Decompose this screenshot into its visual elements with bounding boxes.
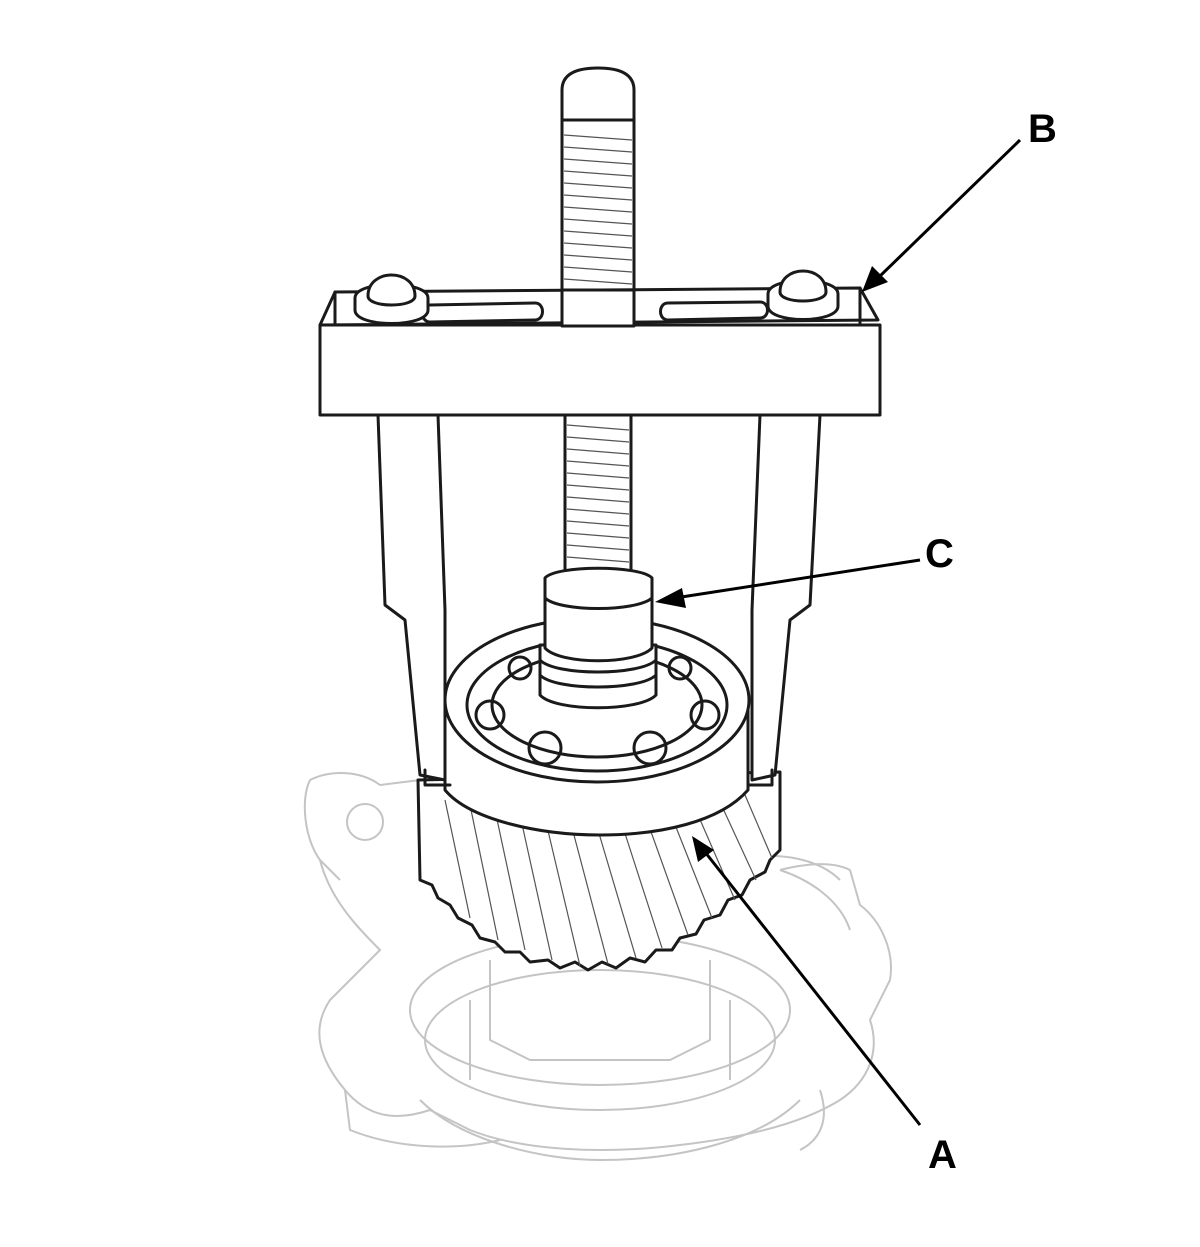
transmission-housing-background — [303, 772, 892, 1161]
callout-c-leader — [655, 558, 921, 608]
callout-label-a: A — [928, 1133, 957, 1177]
callout-a-leader — [692, 836, 922, 1126]
puller-jaws — [376, 413, 822, 787]
callout-label-b: B — [1028, 107, 1057, 151]
threaded-screw — [560, 66, 636, 587]
puller-crossbar-part-b — [318, 269, 882, 417]
callout-b-leader — [862, 138, 1022, 292]
attachment-part-c — [538, 566, 658, 710]
crossbar-bolts — [353, 269, 840, 325]
callout-label-c: C — [925, 532, 954, 576]
bearing-balls — [474, 655, 721, 766]
